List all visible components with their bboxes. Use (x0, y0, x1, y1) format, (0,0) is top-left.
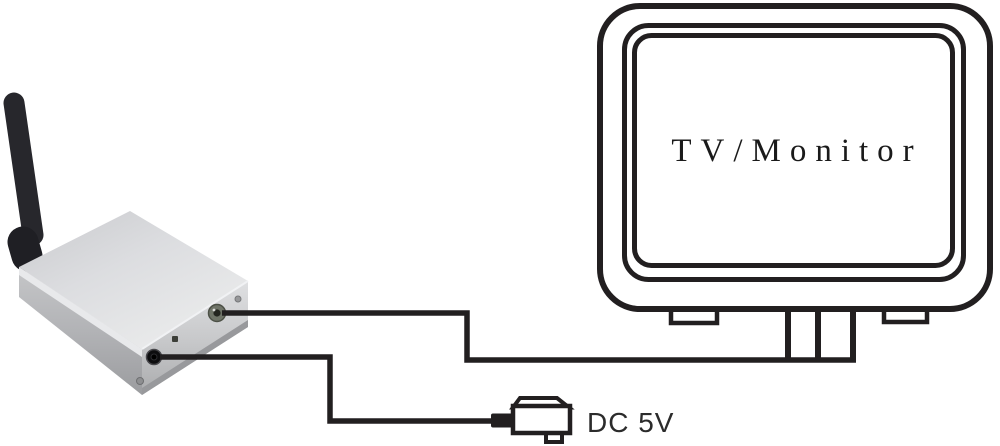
receiver-front-edge-highlight (141, 280, 249, 350)
led-hole (172, 336, 178, 342)
tv-stand (785, 306, 856, 362)
receiver-left-face (19, 267, 142, 395)
wireless-receiver (3, 92, 249, 395)
tv-screen-label: TV/Monitor (671, 133, 922, 169)
receiver-ports (136, 295, 242, 385)
dc-in-port-center (150, 353, 158, 361)
receiver-left-edge-highlight (19, 267, 142, 357)
antenna-rod (3, 92, 44, 246)
dc-voltage-label: DC 5V (587, 407, 674, 438)
screw-icon (136, 377, 144, 385)
cables (160, 310, 856, 424)
av-port-glint (212, 308, 216, 312)
av-out-port-center (213, 309, 221, 317)
tv-monitor: TV/Monitor (597, 3, 993, 362)
antenna-icon (3, 92, 44, 272)
screw-icon (234, 295, 242, 303)
antenna-base-joint (7, 226, 43, 272)
plug-tip (491, 413, 515, 428)
receiver-top-face (19, 211, 248, 349)
tv-bezel-inner (632, 33, 955, 268)
plug-body (510, 403, 573, 436)
video-cable (222, 310, 856, 363)
dc-plug-icon (491, 396, 575, 444)
receiver-box (19, 211, 249, 395)
power-cable (160, 354, 496, 424)
